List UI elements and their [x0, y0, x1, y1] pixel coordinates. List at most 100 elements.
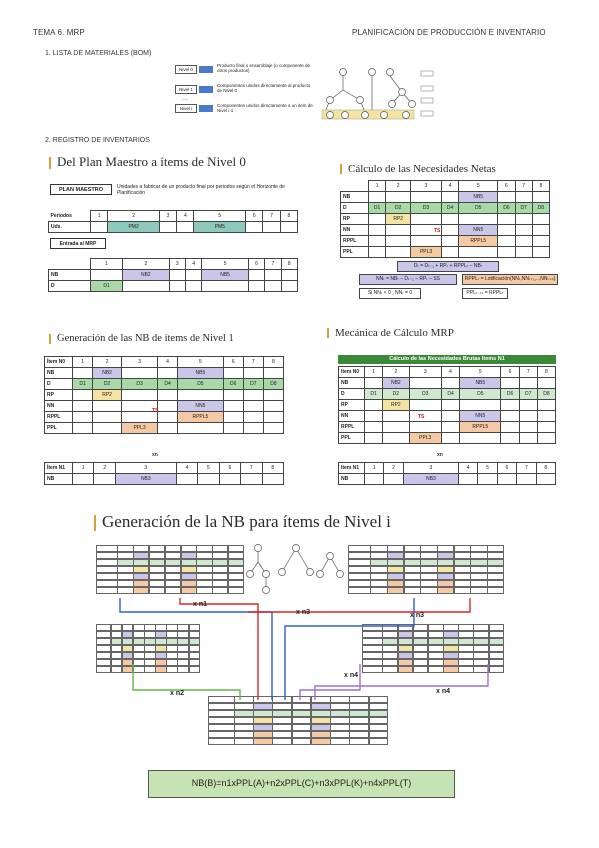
- mini-table-c: [95, 623, 201, 674]
- period-6: 6: [497, 180, 516, 192]
- pms-desc: Unidades a fabricar de un producto final…: [117, 184, 285, 196]
- d-cell: D2: [385, 202, 412, 214]
- formula-nn-zero: Si NNₜ < 0 ; NNₜ = 0: [359, 288, 421, 299]
- ppl3-cell: PPL3: [121, 422, 159, 434]
- period-5: 5: [177, 356, 224, 368]
- slide5-title: Generación de la NB para ítems de Nivel …: [94, 512, 391, 532]
- period-7: 7: [264, 258, 282, 270]
- formula-nn: NNₜ = NBₜ – Dₜ₋₁ – RPₜ – SS: [359, 274, 457, 285]
- formula-ppl: PPLₜ₋ₜₛ = RPPLₜ: [462, 288, 508, 299]
- nb3-cell: NB3: [114, 473, 177, 485]
- row-nb: NB: [340, 191, 369, 203]
- period-7: 7: [240, 462, 263, 474]
- row-d: D: [340, 202, 369, 214]
- pm5-cell: PM5: [193, 221, 247, 233]
- row-rp: RP: [44, 389, 73, 401]
- nb5-cell: NB5: [201, 269, 249, 281]
- period-4: 4: [175, 462, 199, 474]
- ppl3-cell: PPL3: [408, 432, 442, 444]
- row-nn: NN: [44, 400, 73, 412]
- row-d: D: [338, 388, 365, 400]
- bom-level-1: Nivel 1: [175, 85, 197, 94]
- ppl3-cell: PPL3: [410, 246, 442, 258]
- mini-table-t: [361, 623, 505, 674]
- item-n1-label: Ítem N1: [44, 462, 73, 474]
- period-6: 6: [496, 462, 518, 474]
- row-nn: NN: [338, 410, 365, 422]
- nb5-cell: NB5: [459, 377, 502, 389]
- period-4: 4: [440, 366, 461, 378]
- period-2: 2: [92, 356, 123, 368]
- nb-label: NB: [48, 269, 91, 281]
- bom-level-i-text: Componentes unidos directamente a un ite…: [217, 103, 313, 113]
- item-n0-label: Item N0: [338, 366, 365, 378]
- bom-level-ellipsis: ...: [183, 96, 188, 102]
- slide1-title: Del Plan Maestro a ítems de Nivel 0: [49, 154, 246, 170]
- period-5: 5: [477, 462, 498, 474]
- d-cell: D5: [458, 202, 499, 214]
- period-1: 1: [71, 462, 95, 474]
- mini-table-a: [95, 544, 245, 595]
- period-1: 1: [89, 258, 124, 270]
- header-left: TEMA 6. MRP: [33, 28, 85, 37]
- nn5-cell: NN5: [177, 400, 224, 412]
- accent-bar: [340, 164, 342, 175]
- period-3: 3: [168, 258, 186, 270]
- d-cell: D6: [500, 388, 520, 400]
- item-n0-label: Ítem N0: [44, 356, 73, 368]
- period-6: 6: [247, 258, 266, 270]
- period-4: 4: [457, 462, 479, 474]
- period-8: 8: [531, 180, 551, 192]
- period-7: 7: [262, 210, 281, 222]
- d-cell: D8: [262, 378, 285, 390]
- slide4-table-title: Cálculo de las Necesidades Brutas Items …: [338, 355, 556, 364]
- periods-label: Periodos: [48, 210, 91, 222]
- rp2-cell: RP2: [92, 389, 123, 401]
- period-3: 3: [114, 462, 177, 474]
- period-7: 7: [518, 366, 538, 378]
- d-cell: D1: [367, 202, 387, 214]
- period-2: 2: [107, 210, 160, 222]
- period-8: 8: [261, 462, 284, 474]
- rppl5-cell: RPPL5: [458, 235, 499, 247]
- nb-formula: NB(B)=n1xPPL(A)+n2xPPL(C)+n3xPPL(K)+n4xP…: [148, 770, 455, 798]
- label-xn4-a: x n4: [344, 672, 359, 679]
- period-2: 2: [382, 366, 410, 378]
- d-cell: D7: [242, 378, 264, 390]
- period-5: 5: [193, 210, 247, 222]
- period-8: 8: [535, 462, 557, 474]
- mini-table-k: [347, 544, 505, 595]
- period-5: 5: [459, 366, 502, 378]
- d-label: D: [48, 280, 91, 292]
- d-cell: D1: [71, 378, 94, 390]
- period-1: 1: [363, 366, 384, 378]
- accent-bar: [327, 328, 329, 339]
- period-4: 4: [440, 180, 460, 192]
- period-6: 6: [218, 462, 242, 474]
- period-3: 3: [410, 180, 442, 192]
- nb2-cell: NB2: [92, 367, 123, 379]
- period-2: 2: [93, 462, 116, 474]
- d-cell: D1: [363, 388, 384, 400]
- period-1: 1: [71, 356, 94, 368]
- d-cell: D3: [410, 202, 442, 214]
- label-xn3-a: x n3: [296, 609, 311, 616]
- period-7: 7: [514, 180, 533, 192]
- row-nn: NN: [340, 224, 369, 236]
- d-cell: D6: [222, 378, 244, 390]
- row-ppl: PPL: [44, 422, 73, 434]
- period-1: 1: [363, 462, 385, 474]
- slide3-title: Generación de las NB de ítems de Nivel 1: [49, 333, 234, 344]
- period-6: 6: [222, 356, 244, 368]
- label-xn1: x n1: [193, 601, 208, 608]
- bom-level-0: Nivel 0: [175, 65, 197, 74]
- arrow-right-icon: [199, 86, 213, 93]
- period-3: 3: [408, 366, 442, 378]
- label-xn2: x n2: [170, 690, 185, 697]
- rp2-cell: RP2: [382, 399, 410, 411]
- slide2-title: Cálculo de las Necesidades Netas: [340, 163, 496, 175]
